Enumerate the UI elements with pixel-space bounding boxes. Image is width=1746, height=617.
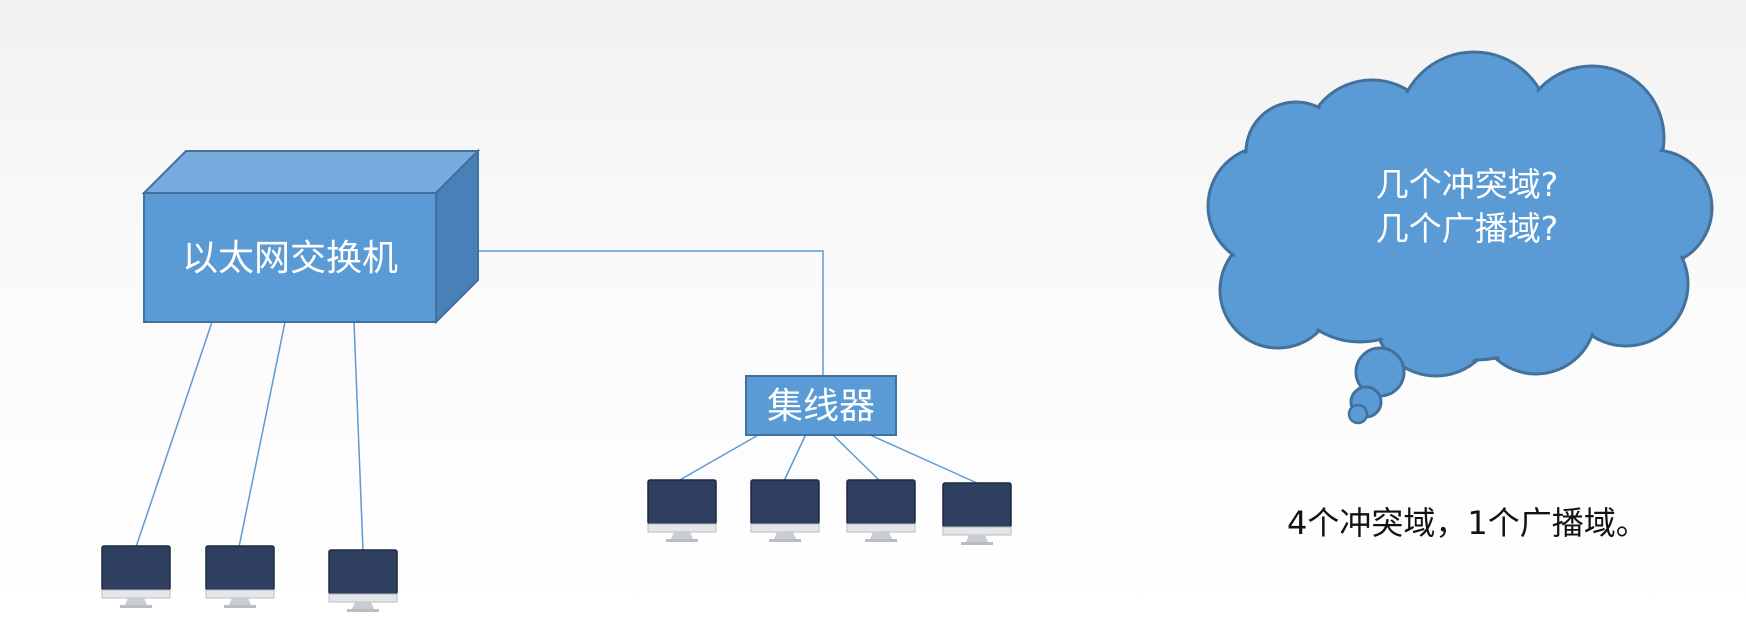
hub-host-link — [677, 433, 761, 482]
switch-hosts — [101, 545, 398, 613]
cloud-question-broadcast: 几个广播域? — [1376, 209, 1559, 248]
cloud-question-collision: 几个冲突域? — [1376, 165, 1559, 204]
monitor-icon — [647, 479, 717, 543]
switch-front-face — [143, 192, 437, 323]
switch-host-link — [135, 321, 213, 548]
hub-host-link — [783, 433, 807, 482]
connection-lines — [135, 250, 978, 552]
hub-label: 集线器 — [767, 386, 875, 427]
hub-host-link — [867, 433, 978, 484]
monitor-icon — [750, 479, 820, 543]
monitor-icon — [328, 549, 398, 613]
monitor-icon — [942, 482, 1012, 546]
hub-box — [745, 375, 897, 436]
switch-top-face — [141, 150, 481, 194]
switch-host-link — [238, 321, 286, 548]
answer-text: 4个冲突域，1个广播域。 — [1287, 504, 1648, 542]
monitor-icon — [101, 545, 171, 609]
monitor-icon — [205, 545, 275, 609]
hub-host-link — [831, 433, 881, 482]
switch-host-link — [353, 321, 364, 552]
hub-hosts — [647, 479, 1012, 546]
thought-bubble — [1347, 403, 1369, 425]
ethernet-switch: 以太网交换机 — [141, 148, 481, 325]
switch-label: 以太网交换机 — [182, 238, 398, 279]
hub: 集线器 — [745, 375, 897, 436]
switch-hub-link — [478, 250, 824, 376]
thought-cloud: 几个冲突域? 几个广播域? — [1206, 50, 1714, 425]
monitor-icon — [846, 479, 916, 543]
